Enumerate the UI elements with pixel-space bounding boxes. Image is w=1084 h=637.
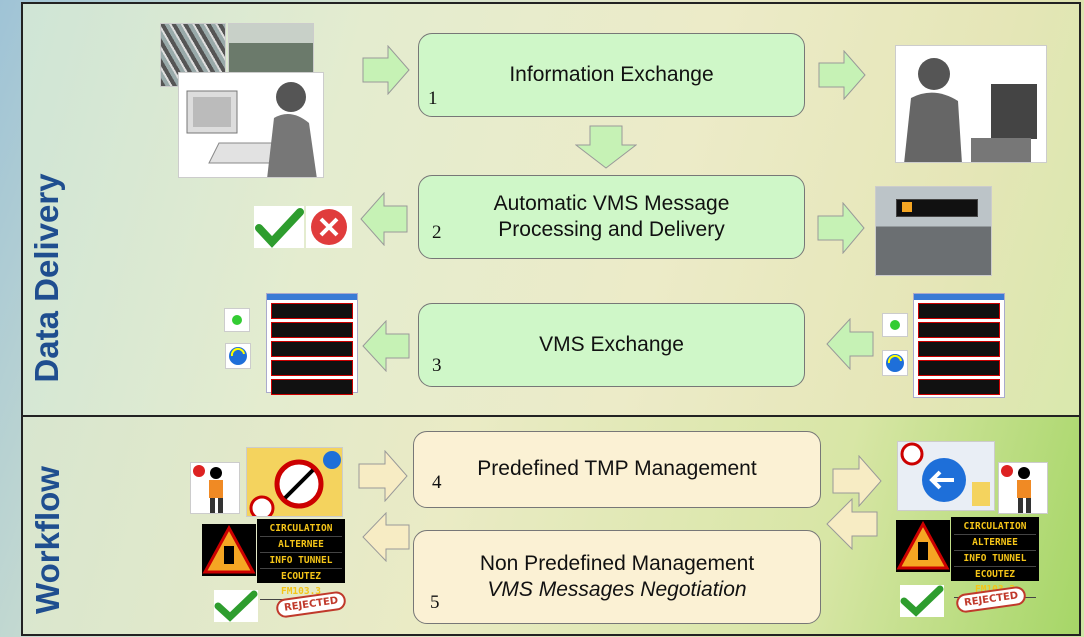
sync-icon — [225, 343, 251, 369]
step-4-label: Predefined TMP Management — [477, 457, 757, 481]
operator-console-icon — [904, 58, 1037, 162]
step-5-box: Non Predefined Management VMS Messages N… — [413, 530, 821, 624]
approve-check-icon-left — [214, 590, 258, 622]
reject-cross-icon — [306, 206, 352, 248]
step-1-label: Information Exchange — [509, 62, 714, 86]
step-2-number: 2 — [432, 222, 442, 243]
flagman-icon — [190, 462, 240, 514]
approve-check-icon — [254, 206, 304, 248]
workflow-label: Workflow — [29, 466, 66, 614]
vms-list-left — [266, 293, 358, 395]
step-1-box: Information Exchange — [418, 33, 805, 117]
vms-sign-right: CIRCULATION ALTERNEE INFO TUNNEL ECOUTEZ… — [951, 517, 1039, 598]
approve-check-icon-right — [900, 585, 944, 617]
arrow-left-5-out — [362, 512, 410, 562]
arrow-left-3-out — [362, 320, 410, 372]
step-5-sublabel: VMS Messages Negotiation — [487, 578, 747, 601]
operator-illustration — [178, 72, 324, 178]
status-green-dot-icon-right — [882, 313, 908, 337]
step-2-box: Automatic VMS Message Processing and Del… — [418, 175, 805, 259]
step-4-number: 4 — [432, 472, 442, 493]
arrow-left-5-in — [826, 498, 878, 550]
step-2-label: Automatic VMS Message Processing and Del… — [493, 191, 730, 241]
roadworks-warning-icon-right — [896, 520, 950, 572]
step-5-label: Non Predefined Management — [479, 551, 755, 575]
highway-vms-photo — [875, 186, 992, 276]
arrow-left-3-in — [826, 318, 874, 370]
roadworks-warning-icon-left — [202, 524, 256, 576]
step-3-label: VMS Exchange — [539, 332, 684, 356]
step-3-number: 3 — [432, 355, 442, 376]
arrow-left-2 — [360, 192, 408, 246]
road-signs-collage-right — [897, 441, 995, 511]
vms-list-right — [913, 293, 1005, 398]
arrow-down-1-2 — [575, 125, 637, 169]
step-5-number: 5 — [430, 592, 440, 613]
arrow-right-2 — [817, 202, 865, 254]
step-3-box: VMS Exchange — [418, 303, 805, 387]
step-1-number: 1 — [428, 88, 438, 109]
operator-right-illustration — [895, 45, 1047, 163]
flagman-icon-right — [998, 462, 1048, 514]
arrow-right-4-out — [832, 455, 882, 507]
step-4-box: Predefined TMP Management — [413, 431, 821, 508]
arrow-right-1-out — [818, 50, 866, 100]
arrow-right-1-in — [362, 45, 410, 95]
arrow-right-4-in — [358, 450, 408, 502]
status-green-dot-icon — [224, 308, 250, 332]
operator-desk-icon — [186, 82, 317, 177]
road-signs-collage-left — [246, 447, 343, 517]
vms-sign-left: CIRCULATION ALTERNEE INFO TUNNEL ECOUTEZ… — [257, 519, 345, 600]
data-delivery-label: Data Delivery — [28, 173, 65, 383]
traffic-photo-2 — [228, 23, 314, 73]
sync-icon-right — [882, 350, 908, 376]
